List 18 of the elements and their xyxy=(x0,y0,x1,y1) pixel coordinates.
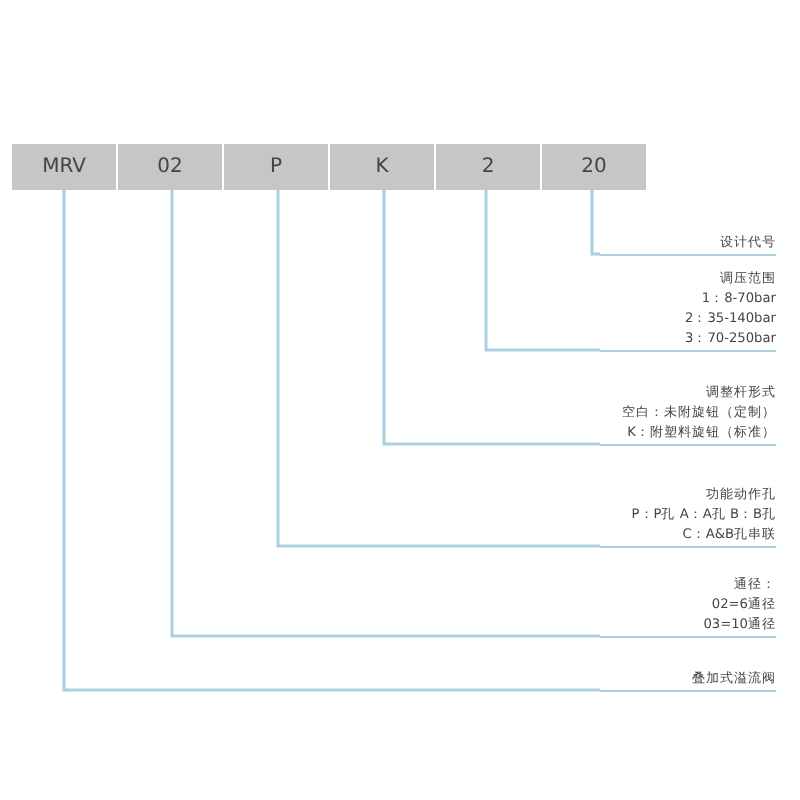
code-box: P xyxy=(224,144,328,190)
description-underline xyxy=(600,381,776,446)
leader-line xyxy=(484,190,600,352)
description-underline xyxy=(600,231,776,256)
leader-line xyxy=(590,190,600,256)
code-box: K xyxy=(330,144,434,190)
description-underline xyxy=(600,483,776,548)
description-underline xyxy=(600,667,776,692)
leader-line xyxy=(276,190,600,548)
code-box: 2 xyxy=(436,144,540,190)
leader-line xyxy=(382,190,600,446)
code-box: 02 xyxy=(118,144,222,190)
leader-line xyxy=(62,190,600,692)
description-underline xyxy=(600,267,776,352)
leader-line xyxy=(170,190,600,638)
code-box: MRV xyxy=(12,144,116,190)
description-underline xyxy=(600,573,776,638)
code-box: 20 xyxy=(542,144,646,190)
